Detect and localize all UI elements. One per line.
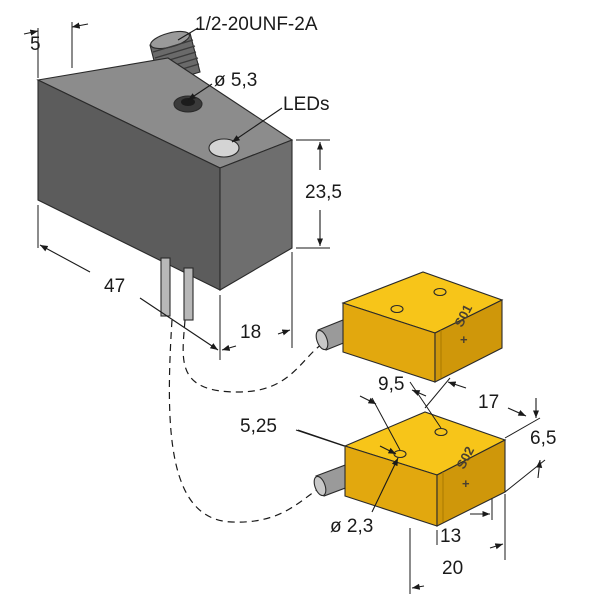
dim-6-5: 6,5 — [530, 428, 556, 449]
sensor-s02: S02 + — [313, 411, 507, 527]
dimension-lines — [23, 22, 546, 594]
dim-13: 13 — [440, 526, 461, 547]
led-window-icon — [208, 138, 240, 158]
sensor-1-hole-icon — [390, 304, 404, 314]
dim-20: 20 — [442, 558, 463, 579]
dim-9-5: 9,5 — [378, 374, 404, 395]
dim-17: 17 — [478, 392, 499, 413]
dimension-labels: 5 1/2-20UNF-2A ø 5,3 LEDs 23,5 47 18 9,5… — [30, 14, 556, 579]
dim-18: 18 — [240, 322, 261, 343]
body-side-face — [219, 139, 293, 291]
sensor-1-side-face — [434, 299, 503, 383]
sensor-2-plus-icon: + — [462, 476, 470, 491]
leds-label: LEDs — [283, 94, 329, 115]
sensor-1-hole-icon — [433, 287, 447, 297]
thread-label: 1/2-20UNF-2A — [195, 14, 318, 35]
sensor-2-hole-icon — [393, 449, 407, 459]
dim-diameter-5-3: ø 5,3 — [214, 70, 257, 91]
cable-lines — [168, 319, 323, 523]
cable-to-sensor-1 — [182, 319, 323, 393]
mounting-hole-icon — [173, 95, 203, 113]
dim-47: 47 — [104, 276, 125, 297]
dim-23-5: 23,5 — [305, 182, 342, 203]
connector-pins-icon — [160, 257, 194, 321]
dim-diameter-2-3: ø 2,3 — [330, 516, 373, 537]
switch-body — [36, 30, 294, 321]
sensor-s01: S01 + — [315, 271, 504, 383]
sensor-1-plus-icon: + — [460, 332, 468, 347]
sensor-2-hole-icon — [434, 427, 448, 437]
dim-5-25: 5,25 — [240, 416, 277, 437]
dim-5: 5 — [30, 34, 41, 55]
